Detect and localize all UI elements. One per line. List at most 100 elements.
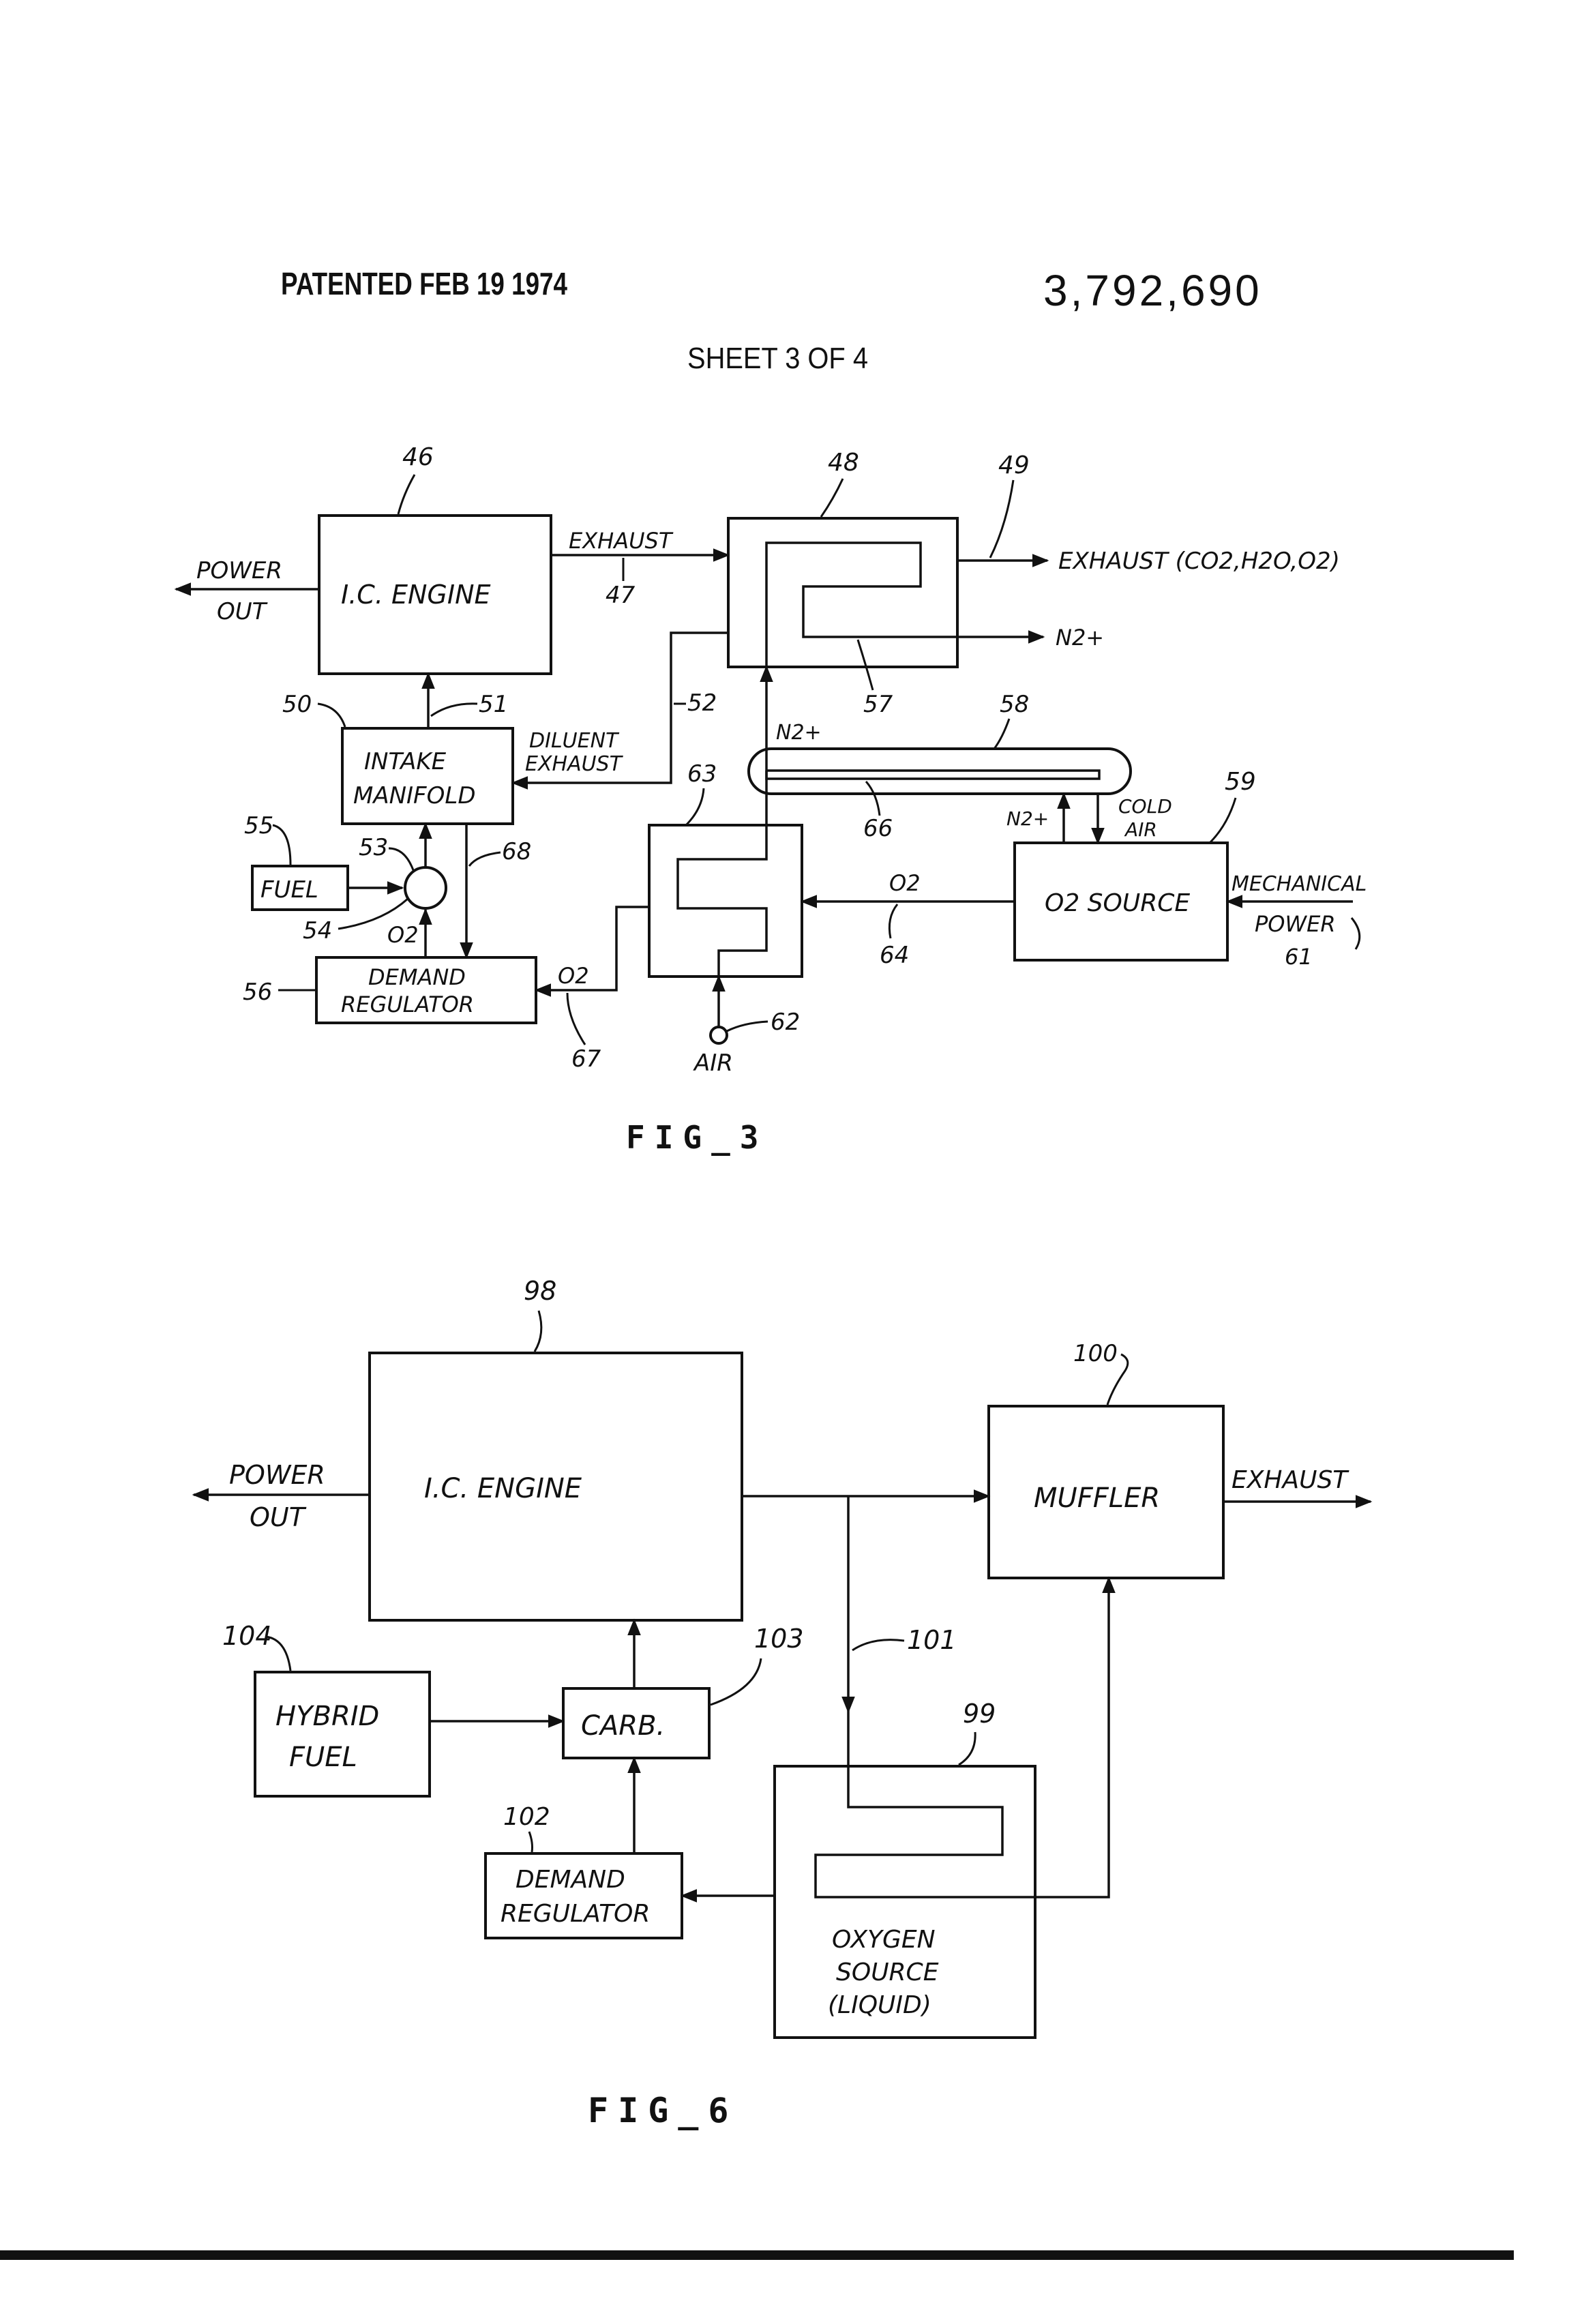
fig6-coil — [816, 1712, 1035, 1897]
lead-53 — [389, 848, 413, 870]
fig3-n2-b-label: N2+ — [1006, 807, 1049, 830]
ref-57: 57 — [863, 691, 893, 718]
lead-66 — [866, 781, 880, 816]
fig3-intake-manifold-block — [342, 728, 513, 824]
ref-61: 61 — [1285, 944, 1313, 970]
lead-48 — [821, 479, 843, 517]
fig6-exhaust-label: EXHAUST — [1232, 1466, 1349, 1494]
fig6-oxygen-label-1: OXYGEN — [832, 1926, 936, 1954]
lead-58 — [994, 719, 1009, 749]
lead-55 — [273, 825, 290, 865]
lead-99 — [959, 1732, 975, 1765]
fig3-engine-label: I.C. ENGINE — [341, 580, 491, 610]
ref-64: 64 — [880, 942, 909, 969]
ref-103: 103 — [754, 1624, 804, 1654]
fig3-power-label: POWER — [196, 557, 282, 584]
fig6-out-label: OUT — [250, 1502, 307, 1532]
fig3-caption: FIG_3 — [626, 1119, 768, 1156]
ref-58: 58 — [1000, 691, 1029, 718]
fig3-o2-54-label: O2 — [387, 922, 419, 948]
fig3-mixer-54 — [405, 867, 446, 908]
lead-98 — [535, 1311, 541, 1352]
ref-100: 100 — [1073, 1340, 1118, 1367]
fig3-diagram: I.C. ENGINE POWER OUT EXHAUST EXHAUST (C… — [176, 443, 1367, 1156]
fig6-demand-label-1: DEMAND — [516, 1866, 625, 1894]
ref-62: 62 — [771, 1009, 800, 1036]
lead-63 — [686, 788, 704, 825]
fig3-exhaust-label: EXHAUST — [569, 528, 674, 554]
ref-53: 53 — [359, 834, 388, 861]
fig3-power-in-label: POWER — [1255, 911, 1336, 937]
ref-46: 46 — [402, 443, 434, 471]
fig6-demand-label-2: REGULATOR — [501, 1900, 650, 1928]
fig3-coil-63 — [678, 825, 766, 977]
ref-48: 48 — [828, 449, 859, 477]
lead-62 — [727, 1022, 768, 1031]
fig6-power-label: POWER — [229, 1460, 325, 1490]
bottom-border — [0, 2250, 1514, 2260]
fig3-heat-exchanger-63 — [649, 825, 802, 977]
ref-56: 56 — [243, 979, 272, 1006]
ref-68: 68 — [502, 838, 531, 865]
fig6-oxygen-label-3: (LIQUID) — [828, 1991, 931, 2019]
fig3-cold-label: COLD — [1118, 795, 1172, 818]
lead-59 — [1210, 798, 1236, 843]
fig3-fuel-label: FUEL — [260, 876, 318, 904]
fig6-hybrid-fuel-block — [255, 1672, 430, 1796]
fig3-power-brace — [1352, 918, 1360, 949]
ref-52: 52 — [687, 689, 717, 717]
ref-54: 54 — [303, 917, 332, 944]
lead-103 — [711, 1658, 761, 1705]
fig3-pipe-inner-66 — [766, 771, 1099, 779]
fig6-engine-label: I.C. ENGINE — [424, 1473, 582, 1504]
lead-102 — [529, 1832, 533, 1852]
fig3-o2-64-label: O2 — [889, 870, 921, 896]
fig3-demand-label-2: REGULATOR — [341, 992, 474, 1017]
fig3-out-label: OUT — [217, 598, 268, 625]
lead-49 — [990, 480, 1013, 558]
lead-57 — [858, 640, 873, 690]
lead-64 — [889, 904, 897, 938]
fig6-hybrid-label-1: HYBRID — [275, 1701, 379, 1732]
ref-104: 104 — [222, 1621, 272, 1651]
fig3-mechanical-label: MECHANICAL — [1232, 872, 1367, 896]
fig6-carb-label: CARB. — [581, 1710, 665, 1742]
lead-67 — [567, 993, 585, 1045]
fig3-o2-source-label: O2 SOURCE — [1045, 889, 1190, 917]
fig3-air-inlet — [711, 1027, 727, 1043]
ref-99: 99 — [963, 1699, 996, 1729]
ref-101: 101 — [907, 1625, 957, 1655]
fig3-intake-label-1: INTAKE — [364, 748, 447, 775]
ref-50: 50 — [282, 691, 312, 718]
fig3-diluent-exhaust-label: EXHAUST — [525, 752, 624, 776]
ref-51: 51 — [479, 691, 508, 718]
fig3-n2-a-label: N2+ — [776, 721, 822, 745]
fig6-muffler-label: MUFFLER — [1034, 1483, 1160, 1514]
ref-98: 98 — [524, 1276, 556, 1306]
sheet-number: SHEET 3 OF 4 — [687, 342, 868, 375]
fig3-exhaust-out-label: EXHAUST (CO2,H2O,O2) — [1058, 548, 1340, 575]
fig3-intake-label-2: MANIFOLD — [353, 782, 476, 809]
ref-102: 102 — [503, 1803, 550, 1831]
fig3-demand-label-1: DEMAND — [368, 964, 466, 990]
ref-63: 63 — [687, 760, 717, 788]
fig3-air-label: AIR — [693, 1049, 733, 1077]
lead-50 — [318, 704, 345, 727]
fig6-oxygen-muffler-line — [1035, 1578, 1109, 1897]
ref-67: 67 — [571, 1045, 601, 1073]
ref-66: 66 — [863, 815, 893, 842]
fig6-hybrid-label-2: FUEL — [289, 1742, 357, 1773]
ref-47: 47 — [606, 582, 636, 609]
fig3-coil-57 — [766, 543, 957, 667]
fig3-o2-67-label: O2 — [558, 963, 589, 989]
fig6-diagram: I.C. ENGINE POWER OUT MUFFLER EXHAUST OX… — [194, 1276, 1371, 2130]
fig3-n2-out-label: N2+ — [1056, 625, 1104, 651]
lead-101 — [852, 1640, 904, 1650]
ref-49: 49 — [998, 451, 1030, 479]
fig3-cold-air-label: AIR — [1124, 818, 1157, 841]
lead-46 — [398, 475, 415, 514]
fig6-caption: FIG_6 — [588, 2091, 738, 2130]
patent-number: 3,792,690 — [1043, 266, 1262, 315]
patented-date: PATENTED FEB 19 1974 — [281, 266, 567, 301]
